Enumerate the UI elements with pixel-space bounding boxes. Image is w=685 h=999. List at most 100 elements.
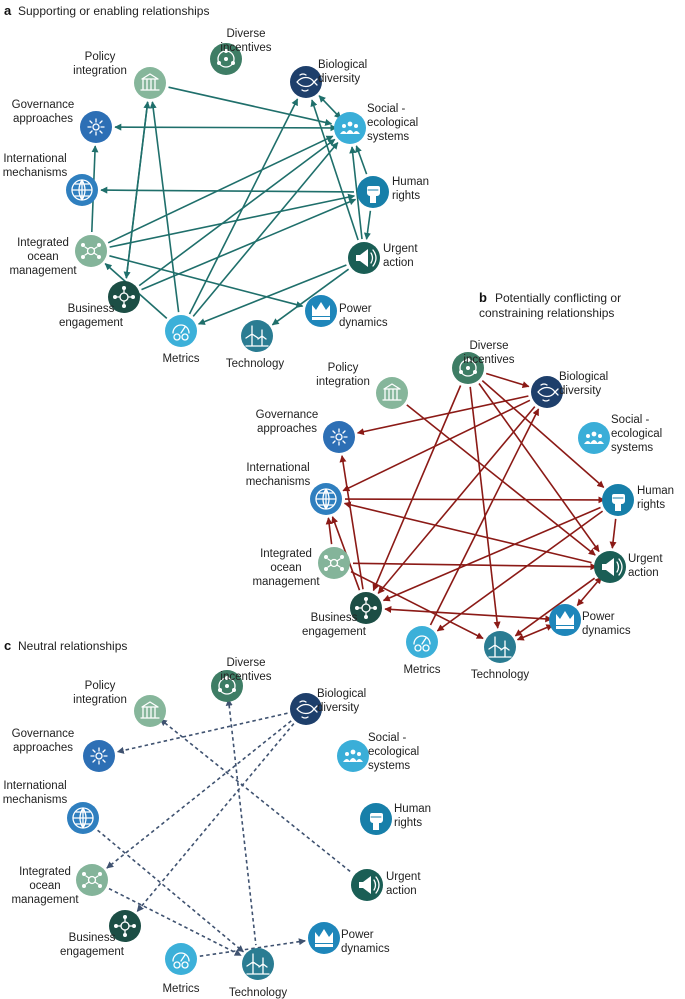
node-label-line: Governance: [256, 409, 319, 421]
node-label-line: integration: [73, 694, 127, 706]
node-label-line: rights: [392, 190, 420, 202]
edge-human-rights-to-international-mechanisms: [100, 186, 355, 194]
node-label-line: ecological: [611, 428, 662, 440]
node-label-line: ecological: [367, 117, 418, 129]
panel-b-title-line-1: Potentially conflicting or: [495, 291, 621, 305]
node-label-line: Metrics: [162, 353, 199, 365]
node-circle: [76, 864, 108, 896]
node-label-line: integration: [73, 65, 127, 77]
node-circle: [531, 376, 563, 408]
node-metrics: Metrics: [403, 626, 441, 676]
node-label-line: systems: [611, 442, 653, 454]
edge-human-rights-to-social-ecological-systems: [355, 145, 368, 175]
node-circle: [134, 67, 166, 99]
node-label: Metrics: [162, 983, 199, 995]
edge-biological-diversity-to-governance-approaches: [116, 712, 288, 754]
node-label-line: Business: [69, 932, 116, 944]
node-label-line: Business: [68, 303, 115, 315]
node-label-line: Human: [637, 485, 674, 497]
fist-icon: [367, 186, 380, 203]
edge-integrated-ocean-management-to-technology: [108, 887, 242, 957]
node-label-line: ocean: [29, 880, 60, 892]
node-label: Metrics: [403, 664, 440, 676]
wind-turbine-icon: [488, 636, 512, 658]
node-label-line: action: [383, 257, 414, 269]
edge-international-mechanisms-to-technology: [97, 829, 244, 953]
node-label-line: mechanisms: [246, 476, 311, 488]
edge-biological-diversity-to-governance-approaches: [356, 395, 529, 436]
panel-a-title: Supporting or enabling relationships: [18, 4, 209, 18]
people-icon: [340, 121, 360, 134]
panel-a-letter: a: [4, 3, 12, 18]
node-circle: [290, 693, 322, 725]
edge-urgent-action-to-international-mechanisms: [343, 501, 592, 564]
node-label-line: diversity: [318, 73, 360, 85]
node-circle: [337, 740, 369, 772]
building-icon: [382, 383, 402, 401]
edge-urgent-action-to-power-dynamics: [576, 576, 602, 607]
node-label-line: Urgent: [386, 871, 421, 883]
node-label-line: Biological: [559, 371, 608, 383]
fish-icon: [537, 383, 559, 402]
edge-diverse-incentives-to-human-rights: [481, 379, 605, 489]
edge-urgent-action-to-social-ecological-systems: [349, 146, 363, 240]
node-label-line: incentives: [463, 354, 514, 366]
node-label-line: Power: [582, 611, 615, 623]
globe-icon: [315, 488, 337, 510]
edge-integrated-ocean-management-to-social-ecological-systems: [107, 135, 334, 244]
node-label-line: management: [9, 265, 77, 277]
edge-social-ecological-systems-to-governance-approaches: [114, 123, 338, 132]
edge-integrated-ocean-management-to-technology: [350, 570, 484, 640]
edge-policy-integration-to-social-ecological-systems: [168, 86, 333, 126]
node-label-line: Policy: [85, 51, 116, 63]
edge-metrics-to-power-dynamics: [199, 938, 306, 957]
node-circle: [75, 235, 107, 267]
edge-power-dynamics-to-business-engagement: [384, 605, 553, 623]
node-label-line: management: [252, 576, 320, 588]
node-label-line: Human: [392, 176, 429, 188]
node-label: Biological diversity: [559, 371, 608, 397]
node-label-line: diversity: [559, 385, 601, 397]
panel-b: b Potentially conflicting or constrainin…: [246, 290, 674, 681]
node-circle: [350, 592, 382, 624]
panel-c-letter: c: [4, 638, 11, 653]
node-label-line: approaches: [13, 742, 73, 754]
node-circle: [578, 422, 610, 454]
edge-metrics-to-biological-diversity: [429, 408, 540, 626]
panel-c-title: Neutral relationships: [18, 639, 127, 653]
megaphone-icon: [359, 876, 380, 894]
node-label-line: Technology: [226, 358, 284, 370]
handshake-icon: [113, 286, 135, 308]
crown-icon: [556, 611, 574, 629]
node-label-line: engagement: [60, 946, 125, 958]
gear-icon: [90, 747, 108, 765]
node-label-line: Governance: [12, 728, 75, 740]
people-icon: [343, 749, 363, 762]
fish-icon: [296, 73, 318, 92]
edge-power-dynamics-to-technology: [516, 624, 554, 641]
edge-social-ecological-systems-to-biological-diversity: [318, 95, 342, 119]
